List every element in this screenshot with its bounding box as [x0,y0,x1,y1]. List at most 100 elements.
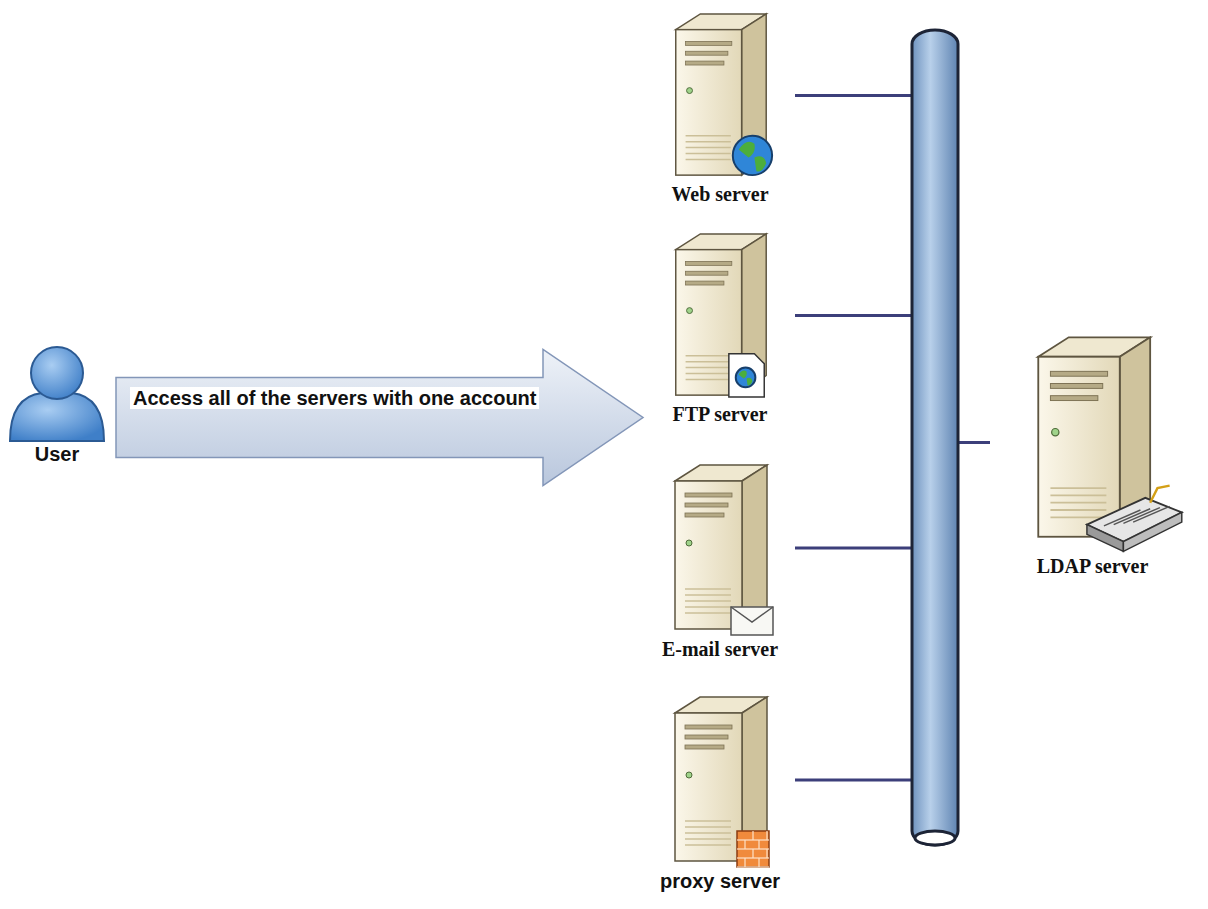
vent-line [686,373,731,374]
node-label: E-mail server [662,638,778,661]
vent-line [686,367,731,368]
vent-line [1050,494,1106,496]
power-light [686,540,692,546]
directory-device [1086,486,1181,552]
vent-line [686,159,731,160]
vent-line [686,147,731,148]
vent-line [686,379,731,380]
drive-slot [686,261,732,265]
server-figure [645,690,795,870]
server-figure [645,228,795,403]
vent-line [685,826,731,828]
brick-joint [758,840,759,849]
arrow-label-box: Access all of the servers with one accou… [130,384,540,413]
server-node: Web server [645,8,795,228]
vent-line [1050,502,1106,504]
node-label: FTP server [673,403,768,426]
user-node: User [2,345,112,475]
server-figure [645,8,795,183]
brick-joint [766,849,767,858]
device-slot [1123,508,1159,524]
server-node: proxy server [645,690,795,902]
drive-slot [1050,396,1097,401]
user-figure [2,345,112,443]
vent-line [1050,487,1106,489]
drive-slot [686,41,732,45]
brick-wall [737,831,769,867]
node-label: User [35,443,79,466]
drive-slot [686,51,728,55]
brick-joint [744,840,745,849]
brick-joint [737,866,769,867]
power-light [687,308,693,314]
power-light [686,772,692,778]
node-label: LDAP server [1037,555,1149,578]
vent-line [685,606,731,608]
server-icon [676,14,772,175]
brick-joint [744,858,745,867]
drive-slot [686,61,724,65]
brick-joint [766,831,767,840]
drive-slot [685,745,724,749]
server-icon [676,234,766,397]
web-badge [733,136,772,175]
node-label: proxy server [660,870,780,893]
document [729,354,764,397]
server-icon [675,465,773,635]
brick-joint [758,858,759,867]
vent-line [685,832,731,834]
vent-line [686,361,731,362]
drive-slot [685,503,728,507]
network-link [795,96,990,443]
vent-line [685,612,731,614]
user-head [31,347,83,399]
drive-slot [1050,384,1102,389]
server-figure [998,330,1188,555]
power-light [687,88,693,94]
server-icon [1038,337,1182,551]
user-body [10,393,104,441]
network-link [795,316,990,443]
server-front [676,30,742,176]
bus-pipe [912,30,958,845]
vent-line [686,141,731,142]
drive-slot [685,735,728,739]
vent-line [1050,509,1106,511]
brick-joint [752,831,753,840]
server-figure [645,458,795,638]
device-slot [1133,506,1169,522]
vent-line [685,588,731,590]
network-link [795,443,990,781]
drive-slot [685,493,732,497]
vent-line [686,153,731,154]
vent-line [685,820,731,822]
user-icon [10,347,104,441]
globe [736,368,756,388]
server-node: FTP server [645,228,795,433]
device-side [1123,512,1181,551]
drive-slot [1050,371,1107,376]
server-node: E-mail server [645,458,795,673]
vent-line [685,600,731,602]
envelope [731,607,773,635]
server-front [1038,357,1119,537]
vent-line [685,594,731,596]
drive-slot [685,725,732,729]
device-card [1150,486,1169,503]
power-light [1051,429,1058,436]
device-front [1086,525,1122,552]
envelope-flap [731,607,773,622]
mail-badge [731,607,773,635]
drive-slot [685,513,724,517]
vent-line [685,844,731,846]
globe [733,136,772,175]
ftp-badge [729,354,764,397]
server-node: LDAP server [990,330,1195,595]
arrow-label: Access all of the servers with one accou… [130,387,539,409]
globe-land [739,371,753,386]
access-arrow [116,350,643,486]
brick-joint [752,849,753,858]
drive-slot [686,271,728,275]
server-front [675,713,742,861]
